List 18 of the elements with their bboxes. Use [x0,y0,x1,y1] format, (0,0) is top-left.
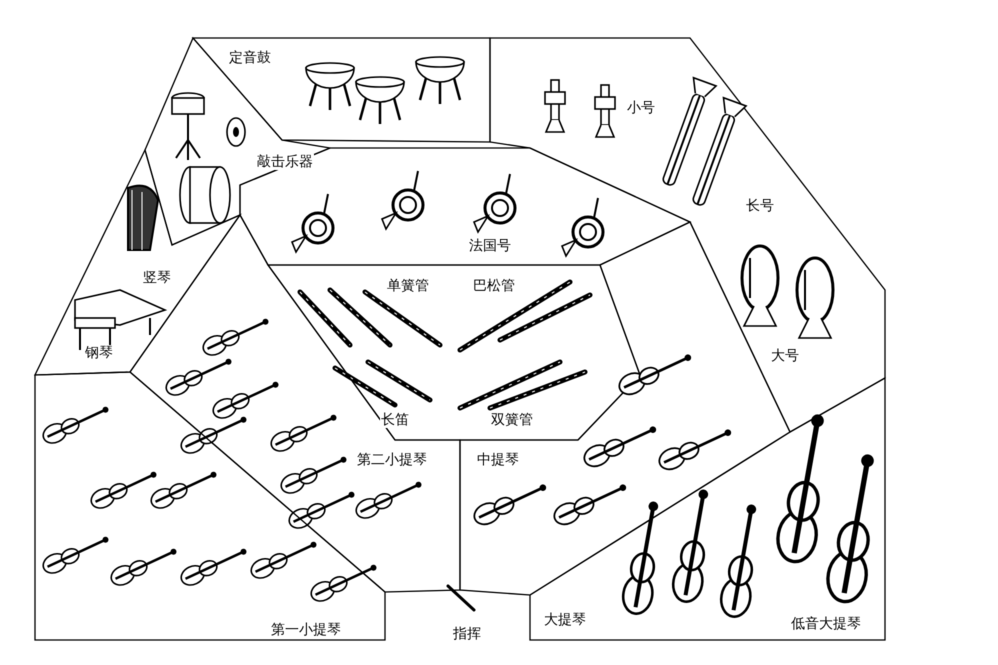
section-label: 单簧管 [386,278,430,294]
section-label: 大号 [770,348,800,364]
section-label: 第二小提琴 [356,452,428,468]
section-label: 小号 [626,100,656,116]
conductor-label: 指挥 [452,626,482,642]
section-label: 法国号 [468,238,512,254]
section-label: 第一小提琴 [270,622,342,638]
section-label: 中提琴 [476,452,520,468]
section-label: 巴松管 [472,278,516,294]
section-label: 双簧管 [490,412,534,428]
section-label: 长笛 [380,412,410,428]
section-label: 大提琴 [543,612,587,628]
section-label: 敲击乐器 [256,154,314,170]
section-label: 钢琴 [84,345,114,361]
section-label: 定音鼓 [228,50,272,66]
section-label: 低音大提琴 [790,616,862,632]
section-label: 竖琴 [142,270,172,286]
section-label: 长号 [745,198,775,214]
